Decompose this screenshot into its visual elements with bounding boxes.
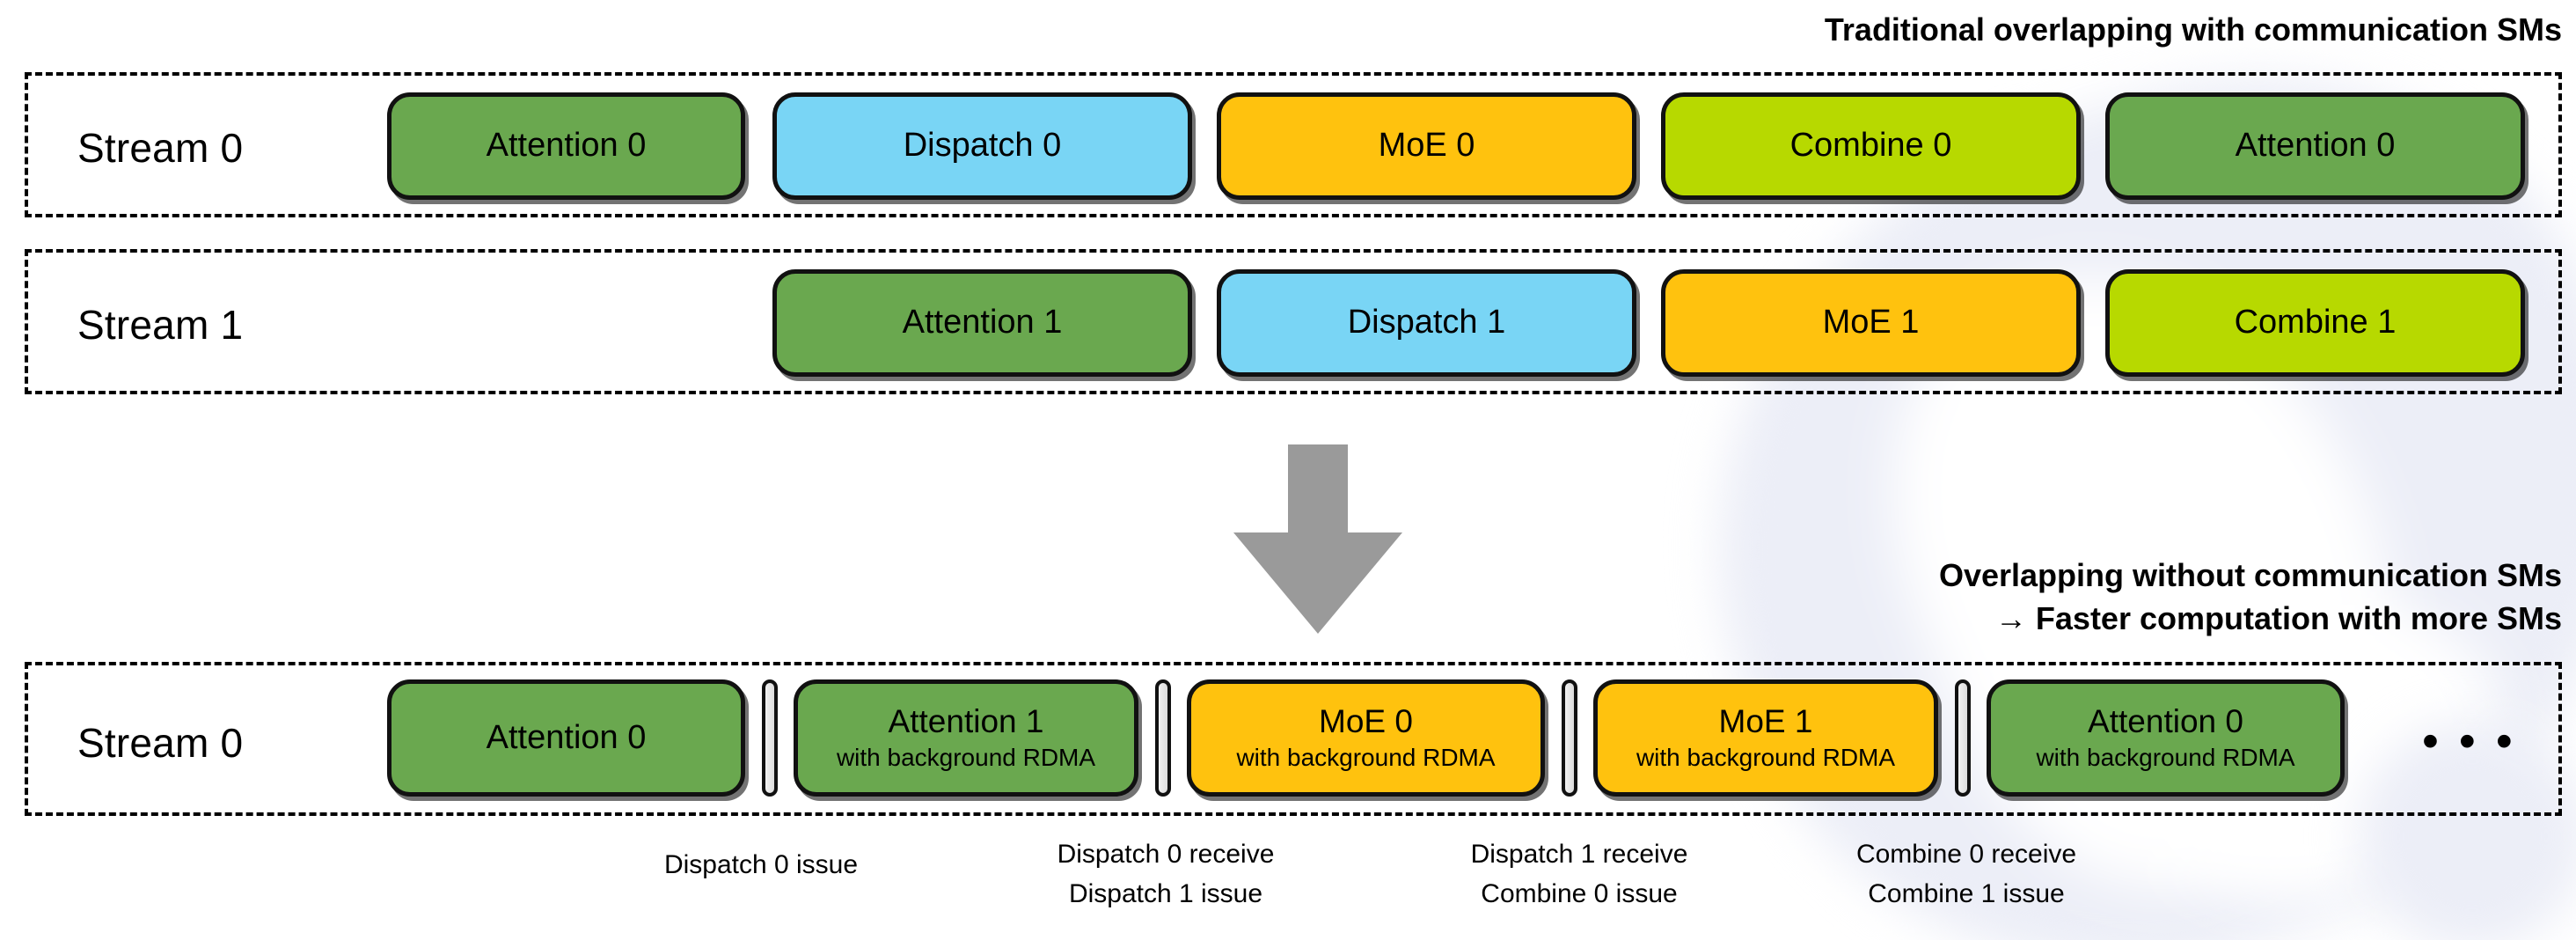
heading-bottom: Overlapping without communication SMs → … bbox=[1939, 554, 2562, 640]
task-box-title: Attention 0 bbox=[486, 127, 647, 165]
task-box-attention-1-bottom[interactable]: Attention 1 with background RDMA bbox=[794, 679, 1138, 797]
task-box-title: MoE 0 bbox=[1319, 703, 1413, 740]
task-box-title: Attention 1 bbox=[902, 304, 1063, 341]
separator-bar-2 bbox=[1155, 679, 1171, 797]
stream-label-bottom: Stream 0 bbox=[77, 720, 244, 766]
heading-bottom-line2: → Faster computation with more SMs bbox=[1994, 599, 2562, 636]
heading-bottom-line1: Overlapping without communication SMs bbox=[1938, 557, 2562, 593]
task-box-subtitle: with background RDMA bbox=[2036, 744, 2295, 772]
task-box-attention-0b-bottom[interactable]: Attention 0 with background RDMA bbox=[1987, 679, 2345, 797]
task-box-title: MoE 1 bbox=[1822, 304, 1920, 341]
task-box-moe-1-bottom[interactable]: MoE 1 with background RDMA bbox=[1593, 679, 1938, 797]
caption-dispatch-0-issue: Dispatch 0 issue bbox=[664, 845, 858, 885]
task-box-title: Attention 0 bbox=[2235, 127, 2396, 165]
caption-combine-0-receive: Combine 0 receive Combine 1 issue bbox=[1856, 834, 2076, 914]
caption-line-2: Dispatch 1 issue bbox=[1068, 879, 1263, 908]
separator-bar-3 bbox=[1562, 679, 1577, 797]
task-box-title: MoE 1 bbox=[1718, 703, 1813, 740]
task-box-combine-0-s0[interactable]: Combine 0 bbox=[1661, 92, 2081, 200]
caption-line-1: Dispatch 0 receive bbox=[1057, 840, 1275, 869]
task-box-title: Attention 0 bbox=[486, 718, 647, 756]
heading-top-text: Traditional overlapping with communicati… bbox=[1824, 11, 2562, 48]
task-box-moe-0-bottom[interactable]: MoE 0 with background RDMA bbox=[1187, 679, 1545, 797]
caption-dispatch-1-receive: Dispatch 1 receive Combine 0 issue bbox=[1471, 834, 1688, 914]
separator-bar-4 bbox=[1955, 679, 1971, 797]
separator-bar-1 bbox=[762, 679, 778, 797]
task-box-title: MoE 0 bbox=[1378, 127, 1475, 165]
task-box-moe-1-s1[interactable]: MoE 1 bbox=[1661, 269, 2081, 377]
caption-line-1: Dispatch 1 receive bbox=[1470, 840, 1688, 869]
task-box-title: Combine 0 bbox=[1789, 127, 1952, 165]
caption-line-1: Dispatch 0 issue bbox=[663, 850, 859, 879]
task-box-title: Combine 1 bbox=[2234, 304, 2397, 341]
task-box-title: Dispatch 0 bbox=[903, 127, 1062, 165]
caption-line-2: Combine 0 issue bbox=[1481, 879, 1678, 908]
caption-line-1: Combine 0 receive bbox=[1855, 840, 2077, 869]
down-arrow-icon bbox=[1221, 444, 1415, 634]
stream-label-1: Stream 1 bbox=[77, 302, 244, 348]
task-box-attention-0-bottom[interactable]: Attention 0 bbox=[387, 679, 745, 797]
ellipsis-indicator: • • • bbox=[2422, 715, 2516, 767]
task-box-moe-0-s0[interactable]: MoE 0 bbox=[1217, 92, 1636, 200]
task-box-attention-0b-s0[interactable]: Attention 0 bbox=[2105, 92, 2525, 200]
task-box-title: Dispatch 1 bbox=[1347, 304, 1506, 341]
task-box-subtitle: with background RDMA bbox=[1236, 744, 1496, 772]
task-box-title: Attention 0 bbox=[2088, 703, 2243, 740]
task-box-attention-1-s1[interactable]: Attention 1 bbox=[772, 269, 1192, 377]
stream-label-0: Stream 0 bbox=[77, 125, 244, 171]
task-box-combine-1-s1[interactable]: Combine 1 bbox=[2105, 269, 2525, 377]
task-box-subtitle: with background RDMA bbox=[1636, 744, 1896, 772]
task-box-dispatch-1-s1[interactable]: Dispatch 1 bbox=[1217, 269, 1636, 377]
task-box-subtitle: with background RDMA bbox=[836, 744, 1096, 772]
heading-top: Traditional overlapping with communicati… bbox=[1825, 9, 2562, 52]
caption-dispatch-0-receive: Dispatch 0 receive Dispatch 1 issue bbox=[1057, 834, 1275, 914]
caption-line-2: Combine 1 issue bbox=[1868, 879, 2065, 908]
task-box-title: Attention 1 bbox=[888, 703, 1044, 740]
task-box-dispatch-0-s0[interactable]: Dispatch 0 bbox=[772, 92, 1192, 200]
task-box-attention-0-s0[interactable]: Attention 0 bbox=[387, 92, 745, 200]
